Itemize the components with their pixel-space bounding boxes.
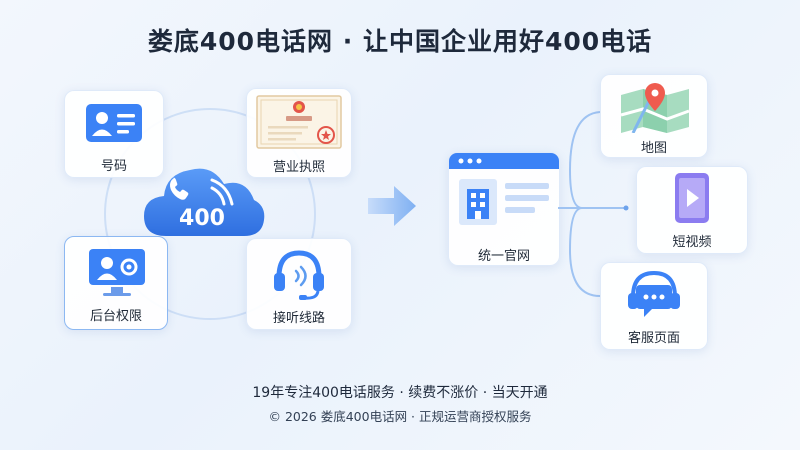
- number-card[interactable]: 号码: [64, 90, 164, 178]
- hub-cloud: 400: [140, 156, 268, 242]
- answer-line-card[interactable]: 接听线路: [246, 238, 352, 330]
- arrow-right-icon: [366, 184, 418, 228]
- short-video-label: 短视频: [672, 235, 712, 250]
- business-license-card[interactable]: 营业执照: [246, 88, 352, 178]
- video-play-icon: [669, 173, 715, 223]
- footer-copyright: © 2026 娄底400电话网 · 正规运营商授权服务: [268, 409, 532, 424]
- number-label: 号码: [100, 159, 127, 174]
- page-title: 娄底400电话网 · 让中国企业用好400电话: [147, 27, 653, 56]
- hub-400-text: 400: [179, 206, 225, 231]
- official-website-card[interactable]: 统一官网: [448, 152, 560, 266]
- cloud-icon: [144, 168, 265, 236]
- connector-lines: [556, 110, 636, 300]
- connection-ring: [104, 108, 316, 320]
- answer-line-label: 接听线路: [272, 311, 325, 326]
- customer-service-label: 客服页面: [627, 331, 680, 346]
- headset-icon: [271, 247, 327, 301]
- business-license-label: 营业执照: [272, 160, 325, 175]
- admin-permission-card[interactable]: 后台权限: [64, 236, 168, 330]
- official-website-label: 统一官网: [477, 249, 530, 264]
- id-card-icon: [85, 103, 143, 143]
- short-video-card[interactable]: 短视频: [636, 166, 748, 254]
- license-certificate-icon: [256, 95, 342, 149]
- customer-service-chat-icon: [625, 269, 683, 323]
- map-card[interactable]: 地图: [600, 74, 708, 158]
- map-label: 地图: [640, 141, 667, 156]
- customer-service-card[interactable]: 客服页面: [600, 262, 708, 350]
- admin-permission-label: 后台权限: [89, 309, 142, 324]
- footer-tagline: 19年专注400电话服务 · 续费不涨价 · 当天开通: [252, 385, 548, 401]
- map-pin-icon: [619, 81, 691, 133]
- website-window-icon: [449, 153, 559, 233]
- admin-monitor-icon: [87, 247, 147, 299]
